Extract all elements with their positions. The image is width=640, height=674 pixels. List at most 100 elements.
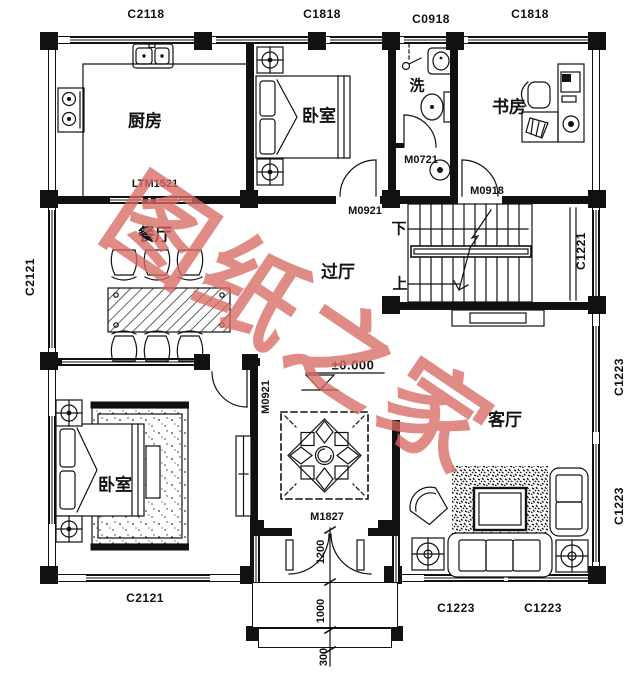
column — [382, 296, 400, 314]
washing-machine — [429, 159, 451, 181]
nightstand-lamp — [55, 515, 83, 543]
column — [446, 32, 464, 50]
column — [194, 354, 210, 370]
window-label-c1818-bedroom: C1818 — [303, 7, 341, 21]
column — [40, 566, 58, 584]
column — [378, 520, 392, 534]
stairs-up-label: 上 — [392, 274, 408, 293]
door-label-m0921-hall: M0921 — [348, 205, 382, 217]
coffee-table — [472, 486, 528, 532]
room-label-dining: 餐厅 — [138, 225, 172, 246]
window-label-c0918: C0918 — [412, 12, 450, 26]
porch-step — [258, 628, 392, 648]
column — [240, 190, 258, 208]
window-label-c1223-b2: C1223 — [524, 601, 562, 615]
window-c1818-bedroom-b — [330, 36, 382, 44]
door-label-m0721: M0721 — [404, 154, 438, 166]
column — [250, 520, 264, 534]
sofa-3seat — [447, 532, 553, 578]
door-m0921-bedroom-opening — [206, 358, 248, 366]
nightstand-lamp — [256, 158, 284, 186]
window-c2121-left — [48, 210, 56, 348]
wall-bath-study — [450, 44, 458, 196]
dimension-300: 300 — [318, 647, 330, 667]
dimension-1000: 1000 — [315, 598, 327, 624]
wall-kitchen-bedroom — [246, 44, 254, 196]
window-bedroom-main-top — [62, 358, 196, 366]
under-stairs-cabinet — [451, 309, 545, 327]
door-m1827-double — [285, 533, 372, 575]
sofa-2seat — [549, 467, 589, 537]
bed-main — [55, 423, 145, 517]
window-c1221 — [592, 210, 600, 300]
window-c2121-bottom — [86, 574, 210, 582]
study-chair — [520, 81, 551, 109]
room-label-study: 书房 — [492, 97, 526, 118]
window-label-c1221: C1221 — [574, 232, 588, 270]
column — [242, 354, 258, 370]
window-label-c2118: C2118 — [127, 7, 165, 21]
wall-entry-living — [392, 420, 400, 578]
room-label-living: 客厅 — [488, 410, 522, 431]
column — [40, 352, 58, 370]
wall-bedroom-bath — [388, 44, 396, 196]
nightstand-lamp — [55, 399, 83, 427]
bed-top — [255, 75, 351, 159]
window-label-c1818-study: C1818 — [511, 7, 549, 21]
column — [588, 566, 606, 584]
column — [382, 190, 400, 208]
porch-side-wall-right — [392, 536, 400, 582]
room-label-bedroom-top: 卧室 — [302, 106, 336, 127]
door-m0918 — [461, 159, 499, 197]
window-c1223-r2 — [592, 444, 600, 562]
column — [308, 32, 326, 50]
elevation-label: ±0.000 — [331, 357, 375, 373]
study-side-table — [521, 111, 559, 143]
kitchen-sink — [132, 43, 174, 69]
lamp-table — [555, 539, 589, 573]
window-label-c1223-r1: C1223 — [612, 358, 626, 396]
door-m0921-hall — [339, 159, 377, 197]
bed-bench — [145, 445, 161, 499]
floor-medallion — [280, 411, 369, 500]
column — [588, 32, 606, 50]
room-label-kitchen: 厨房 — [128, 111, 162, 132]
window-label-c1223-b1: C1223 — [437, 601, 475, 615]
stairs-direction-arrow — [453, 209, 492, 291]
window-bedroom-left — [48, 416, 56, 524]
window-c1818-study — [468, 36, 588, 44]
door-m0721 — [403, 114, 437, 148]
dimension-chain — [323, 525, 337, 667]
nightstand-lamp — [256, 46, 284, 74]
porch-slab — [252, 582, 398, 628]
door-label-m0921-bedroom: M0921 — [260, 380, 272, 414]
lamp-table — [411, 537, 445, 571]
study-desk — [557, 63, 585, 143]
window-c2118 — [70, 36, 194, 44]
door-label-ltm1521: LTM1521 — [131, 178, 179, 190]
column — [40, 190, 58, 208]
door-label-m1827: M1827 — [310, 511, 344, 523]
window-c1223-r1 — [592, 326, 600, 432]
wardrobe — [235, 435, 252, 517]
door-label-m0918: M0918 — [470, 185, 504, 197]
window-label-c2121-left: C2121 — [23, 258, 37, 296]
bath-partition — [394, 143, 404, 148]
column — [194, 32, 212, 50]
toilet — [420, 91, 453, 123]
stairs-down-label: 下 — [391, 219, 407, 238]
room-label-bedroom-main: 卧室 — [98, 475, 132, 496]
wall-entry-door-left — [258, 528, 292, 536]
room-label-hall: 过厅 — [321, 262, 355, 283]
door-m0921-hall-opening — [336, 196, 380, 204]
kitchen-stove — [57, 87, 85, 133]
door-m0921-bedroom — [211, 365, 248, 408]
column-porch — [246, 626, 261, 641]
dining-table — [107, 287, 231, 333]
wall-interior-middle — [56, 196, 592, 204]
shower-icon — [401, 43, 422, 71]
window-label-c2121-bottom: C2121 — [126, 591, 164, 605]
wall-bedroom-entry — [250, 358, 258, 578]
